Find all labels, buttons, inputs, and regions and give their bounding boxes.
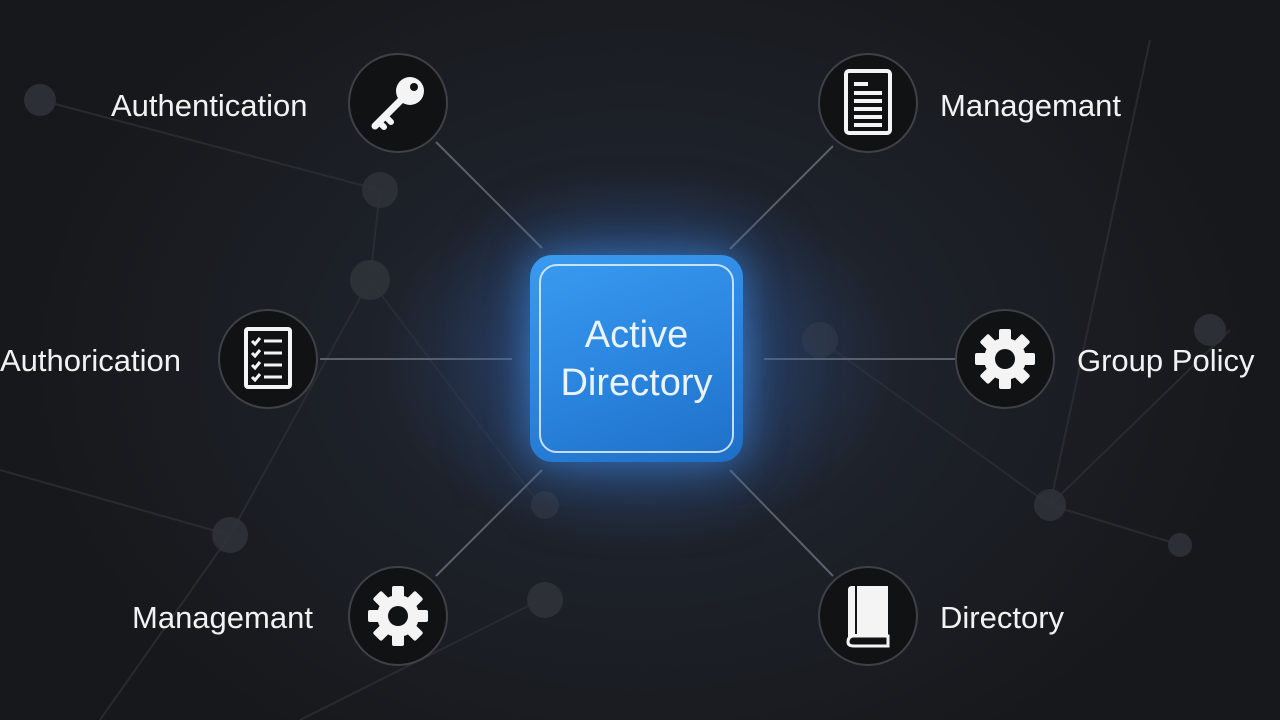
node-authorization	[218, 309, 318, 409]
node-directory	[818, 566, 918, 666]
node-management-bottom	[348, 566, 448, 666]
gear-icon	[975, 329, 1035, 389]
connector-directory	[729, 469, 834, 577]
connector-authentication	[435, 141, 543, 249]
node-group-policy	[955, 309, 1055, 409]
label-group-policy: Group Policy	[1077, 343, 1255, 378]
connector-management-bottom	[435, 469, 543, 577]
key-icon	[371, 77, 424, 130]
connector-management-top	[729, 145, 834, 250]
label-authentication: Authentication	[111, 88, 308, 123]
hub-inner-border: Active Directory	[539, 264, 734, 453]
label-management-bottom: Managemant	[132, 600, 313, 635]
hub-title-line2: Directory	[560, 361, 713, 404]
label-directory: Directory	[940, 600, 1065, 635]
node-management-top	[818, 53, 918, 153]
active-directory-hub: Active Directory	[530, 255, 743, 462]
gear-icon	[368, 586, 428, 646]
book-icon	[846, 586, 890, 648]
document-icon	[844, 69, 892, 135]
label-authorization: Authorication	[0, 343, 181, 378]
checklist-icon	[244, 327, 292, 389]
hub-title-line1: Active	[584, 313, 689, 356]
label-management-top: Managemant	[940, 88, 1121, 123]
node-authentication	[348, 53, 448, 153]
